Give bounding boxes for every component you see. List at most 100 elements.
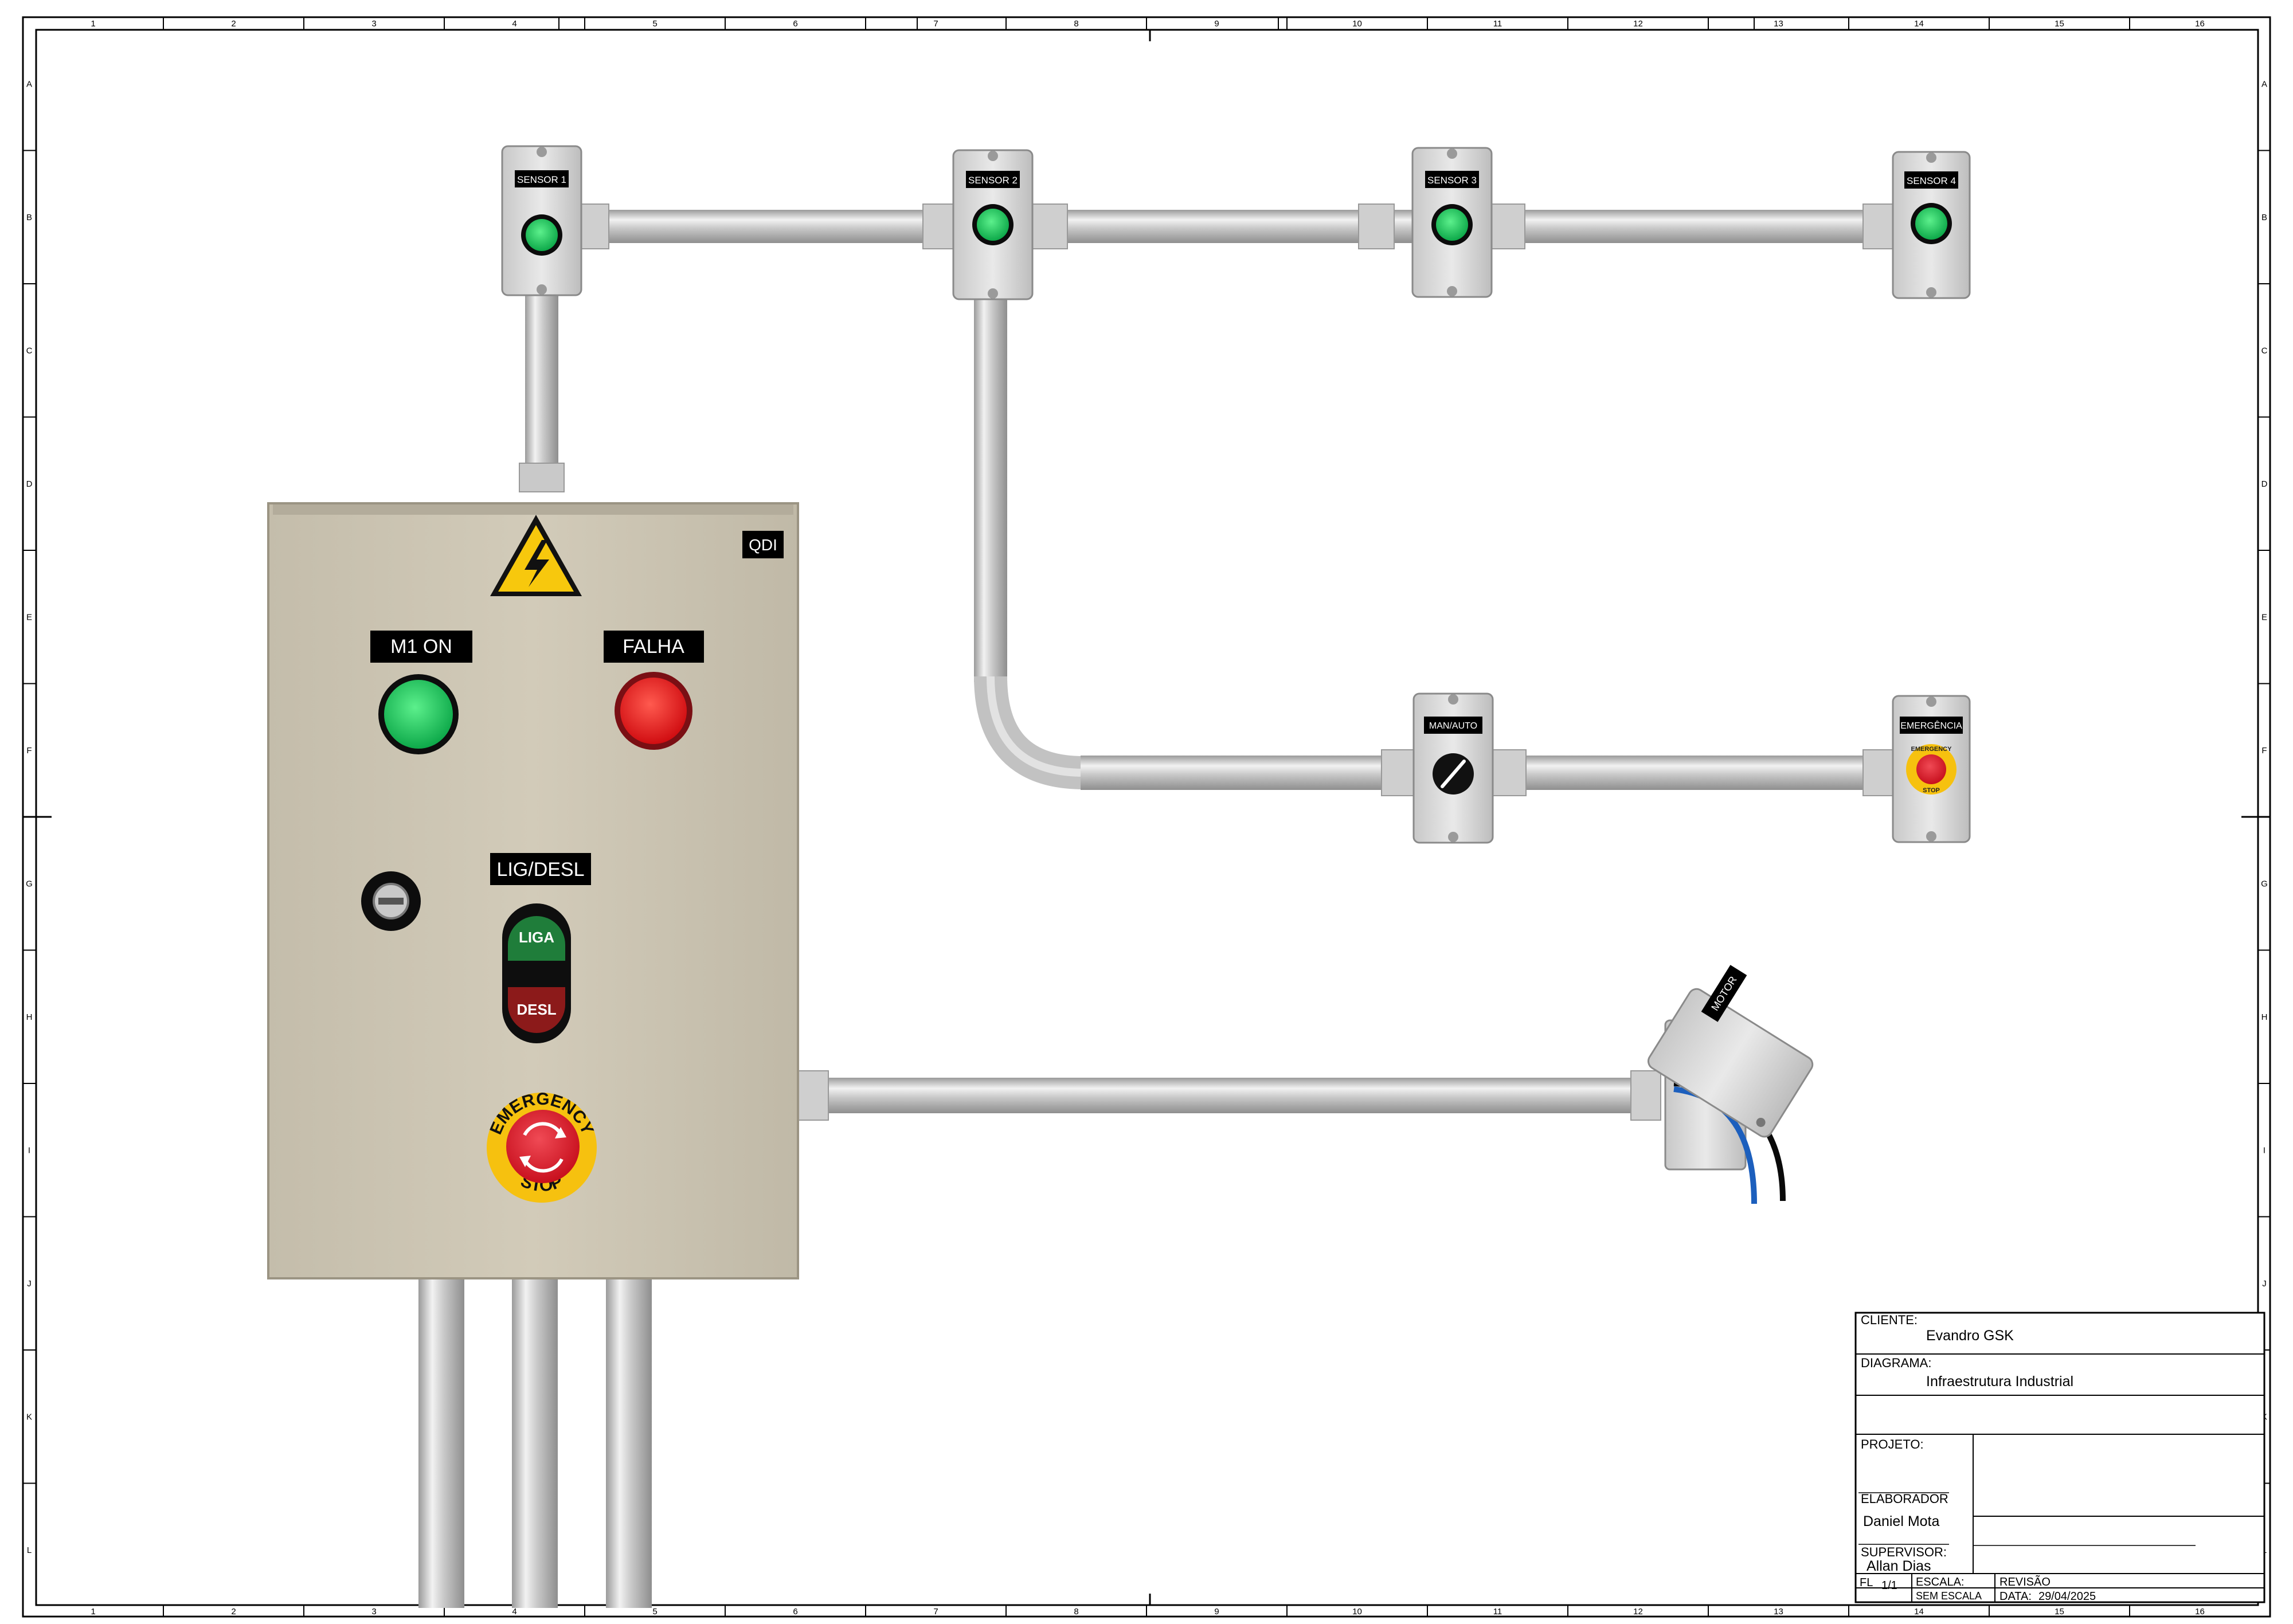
field-estop-button[interactable] — [1916, 754, 1946, 784]
motor-cover — [1648, 988, 1814, 1138]
column-number: 4 — [512, 1607, 516, 1617]
field-estop-text-bottom: STOP — [1923, 787, 1940, 794]
column-number: 13 — [1774, 19, 1783, 29]
conduit-motor-run — [800, 1078, 1654, 1113]
conduit-top-run — [573, 210, 1909, 243]
column-number: 15 — [2055, 19, 2064, 29]
emergencia-box: EMERGÊNCIA EMERGENCY STOP — [1892, 695, 1971, 843]
column-number: 6 — [793, 19, 797, 29]
column-number: 5 — [652, 19, 657, 29]
sensor-1-pilot-light — [526, 219, 558, 251]
row-letter: J — [2262, 1279, 2267, 1289]
panel-tag — [742, 531, 784, 558]
column-number: 16 — [2195, 19, 2205, 29]
column-number: 8 — [1074, 1607, 1078, 1617]
sensor-box-4: SENSOR 4 — [1892, 151, 1971, 299]
column-number: 10 — [1352, 1607, 1362, 1617]
row-letter: F — [2261, 746, 2267, 756]
column-number: 2 — [231, 19, 236, 29]
column-number: 3 — [371, 1607, 376, 1617]
column-number: 8 — [1074, 19, 1078, 29]
column-number: 7 — [933, 19, 938, 29]
row-letter: B — [2261, 213, 2267, 222]
panel-tag-label: QDI — [749, 536, 777, 554]
field-estop-text-top: EMERGENCY — [1911, 746, 1952, 753]
conduit-panel-drop-1 — [418, 1275, 464, 1608]
sensor-1-tag — [515, 170, 569, 187]
sensor-2-pilot-light — [977, 209, 1009, 241]
m1-on-label: M1 ON — [390, 636, 452, 658]
control-panel-qdi: QDI M1 ON FALHA LIG/DESL LIGA DESL — [267, 502, 799, 1279]
falha-label: FALHA — [623, 636, 684, 658]
row-letter: C — [26, 346, 33, 355]
conduit-sensor1-drop — [525, 292, 558, 487]
data-label: DATA: — [1999, 1590, 2032, 1603]
lig-desl-tag — [490, 853, 591, 885]
fl-value: 1/1 — [1881, 1579, 1897, 1592]
revisao-label: REVISÃO — [1999, 1575, 2051, 1588]
liga-label: LIGA — [519, 929, 554, 946]
emergencia-label: EMERGÊNCIA — [1900, 720, 1962, 731]
column-number: 5 — [652, 1607, 657, 1617]
row-letter: I — [2263, 1145, 2265, 1155]
sensor-4-pilot-light — [1915, 208, 1947, 240]
rotate-arrow-icon — [523, 1122, 562, 1136]
row-letter: D — [26, 479, 33, 489]
conduit-elbow — [974, 676, 1084, 789]
sensor-4-label: SENSOR 4 — [1907, 175, 1956, 186]
escala-value: SEM ESCALA — [1916, 1590, 1982, 1602]
elaborador-label: ELABORADOR — [1861, 1492, 1948, 1506]
column-number: 15 — [2055, 1607, 2064, 1617]
m1-on-tag — [370, 631, 472, 663]
column-number: 14 — [1914, 1607, 1924, 1617]
motor-tag — [1701, 965, 1747, 1022]
column-number: 1 — [91, 1607, 95, 1617]
column-number: 16 — [2195, 1607, 2205, 1617]
conduit-panel-drop-3 — [606, 1275, 652, 1608]
column-number: 9 — [1214, 1607, 1219, 1617]
desl-label: DESL — [516, 1001, 556, 1018]
sensor-3-pilot-light — [1436, 209, 1468, 241]
column-number: 13 — [1774, 1607, 1783, 1617]
sensor-2-label: SENSOR 2 — [968, 175, 1018, 186]
falha-tag — [604, 631, 704, 663]
man-auto-box: MAN/AUTO — [1412, 692, 1494, 844]
column-number: 3 — [371, 19, 376, 29]
title-block: CLIENTE: Evandro GSK DIAGRAMA: Infraestr… — [1854, 1312, 2265, 1603]
sensor-1-label: SENSOR 1 — [517, 174, 566, 185]
data-value: 29/04/2025 — [2038, 1590, 2096, 1603]
column-number: 14 — [1914, 19, 1924, 29]
column-number: 6 — [793, 1607, 797, 1617]
cliente-label: CLIENTE: — [1861, 1313, 1918, 1327]
sensor-3-label: SENSOR 3 — [1427, 175, 1477, 186]
conduit-network — [418, 204, 1909, 1608]
desl-button[interactable] — [508, 987, 565, 1033]
conduit-panel-drop-2 — [512, 1275, 558, 1608]
column-number: 11 — [1493, 1607, 1502, 1617]
high-voltage-warning-icon — [490, 515, 582, 596]
row-letter: G — [26, 879, 33, 889]
supervisor-label: SUPERVISOR: — [1861, 1545, 1947, 1559]
row-letter: L — [27, 1545, 32, 1555]
row-letter: H — [26, 1012, 33, 1022]
falha-pilot-light — [620, 678, 687, 744]
row-letter: B — [26, 213, 32, 222]
cliente-value: Evandro GSK — [1926, 1328, 2014, 1344]
row-letter: J — [27, 1279, 32, 1289]
sensor-box-2: SENSOR 2 — [952, 149, 1034, 300]
diagrama-value: Infraestrutura Industrial — [1926, 1373, 2073, 1390]
row-letter: A — [2261, 79, 2267, 89]
liga-button[interactable] — [508, 916, 565, 961]
row-letter: A — [26, 79, 32, 89]
supervisor-value: Allan Dias — [1867, 1558, 1931, 1574]
conduit-sensor2-drop — [974, 292, 1007, 682]
lig-desl-label: LIG/DESL — [496, 859, 584, 881]
column-number: 9 — [1214, 19, 1219, 29]
column-number: 7 — [933, 1607, 938, 1617]
fl-label: FL — [1860, 1576, 1873, 1589]
column-number: 10 — [1352, 19, 1362, 29]
row-letter: C — [2261, 346, 2268, 355]
